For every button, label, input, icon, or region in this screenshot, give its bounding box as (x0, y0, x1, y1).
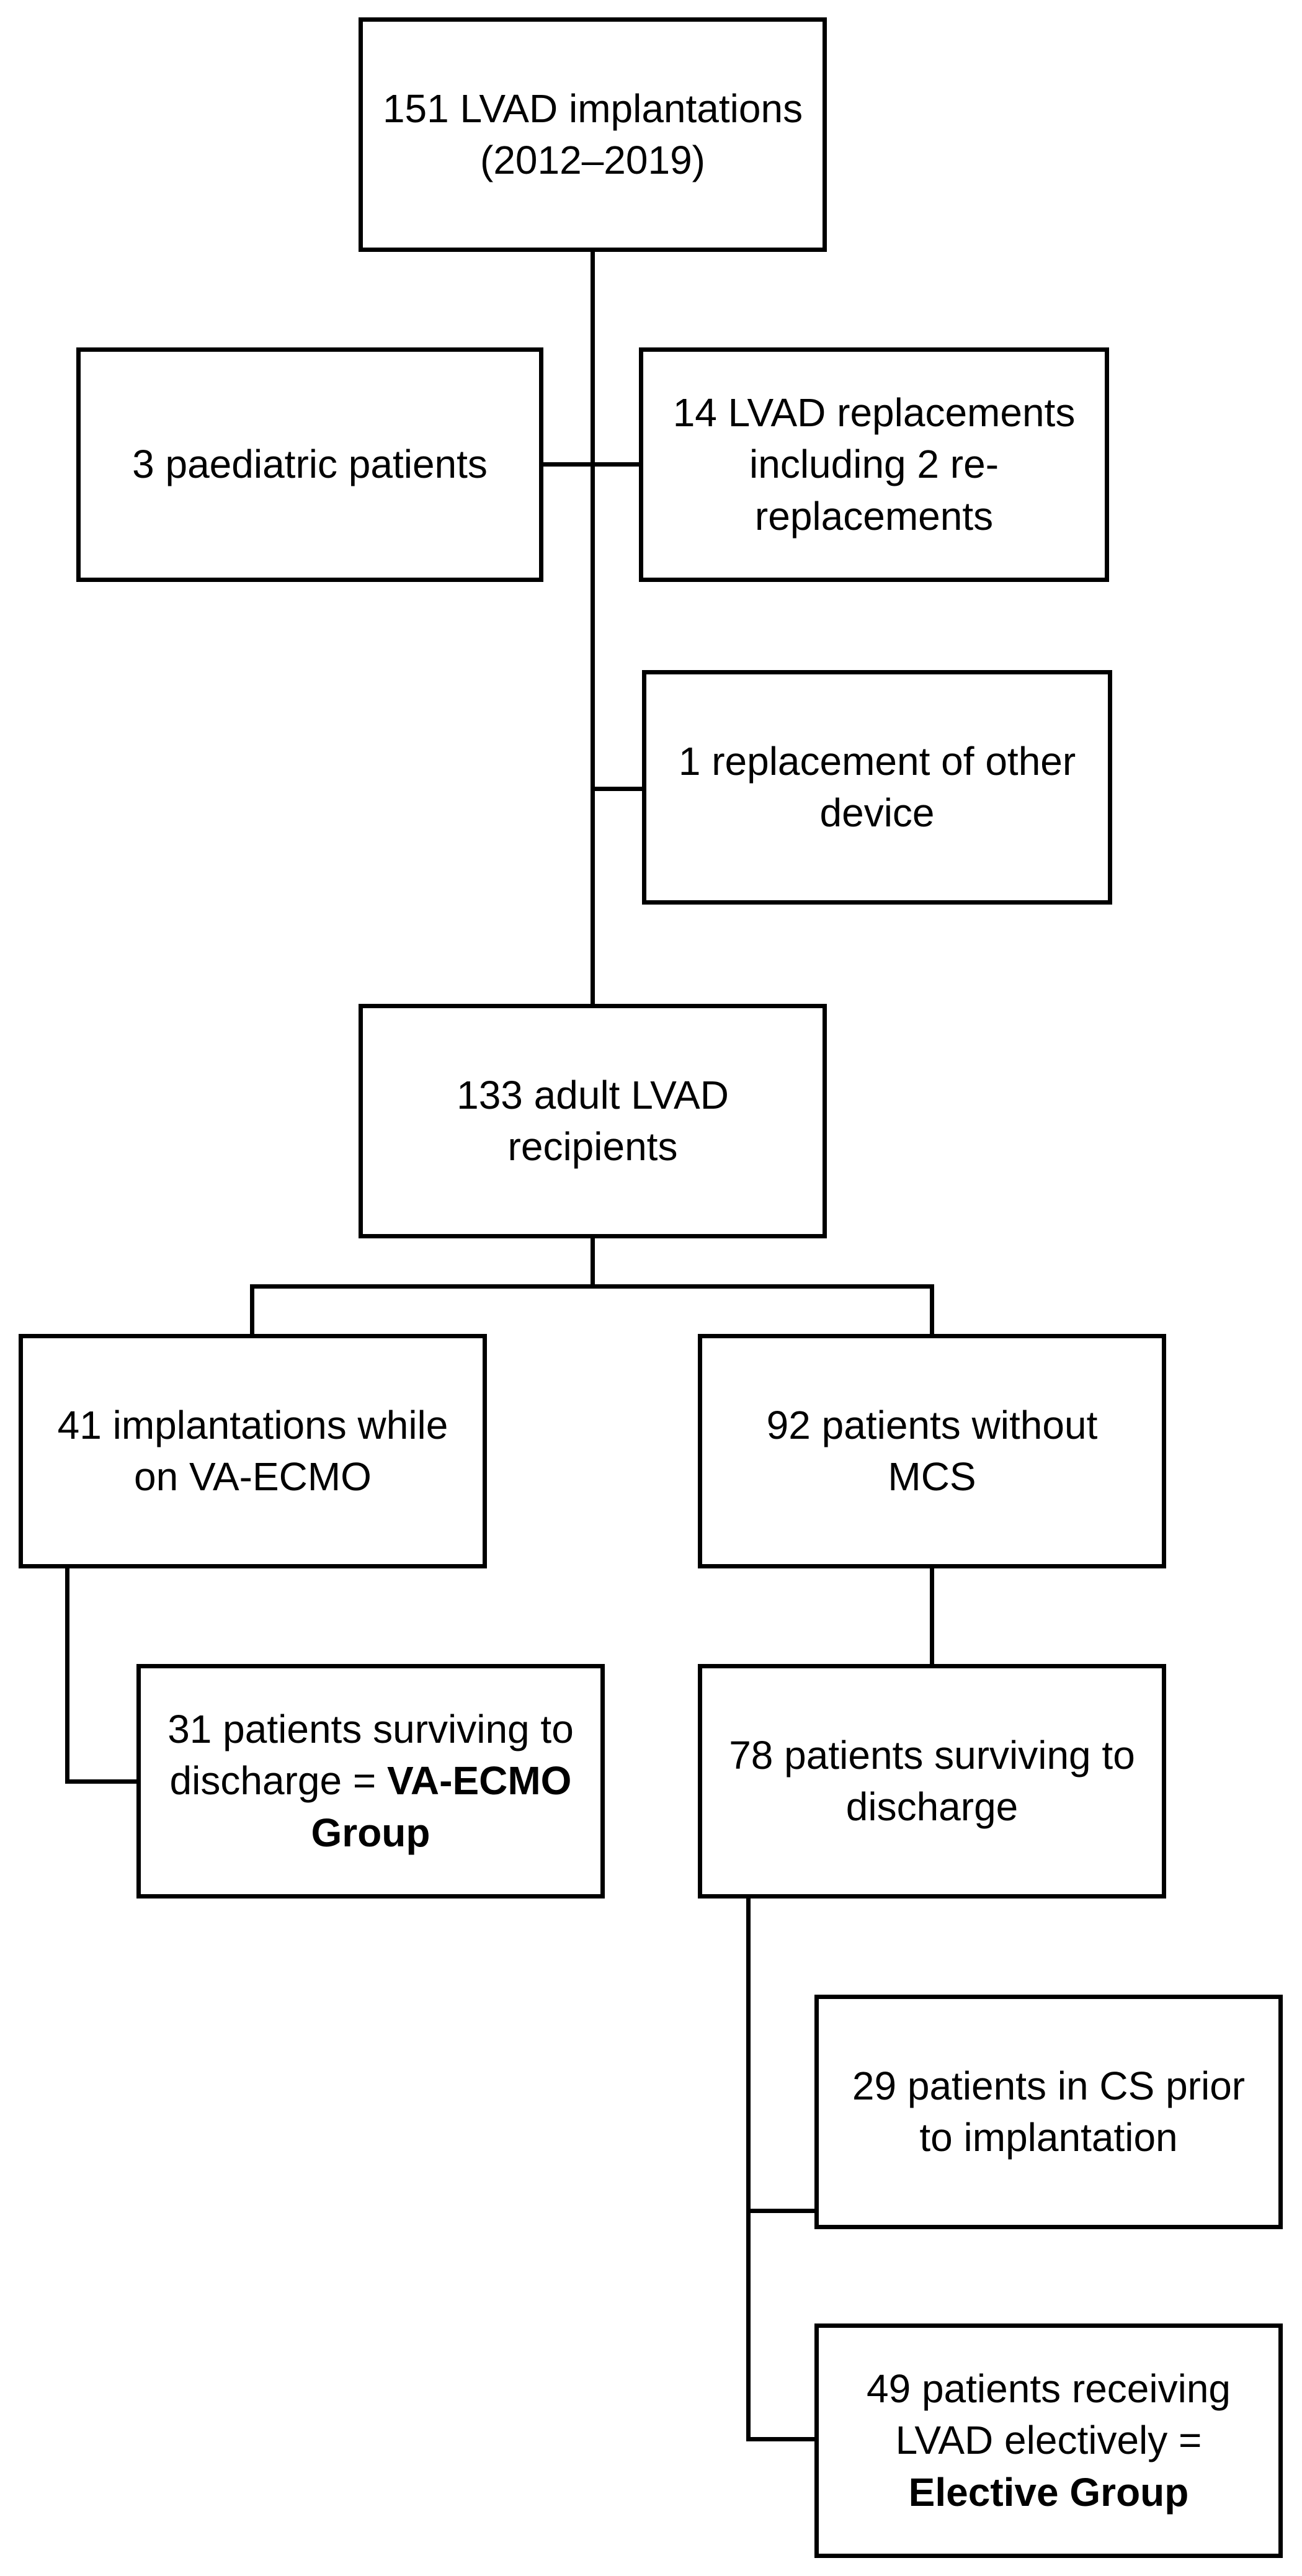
node-surviving-78-text: 78 patients surviving to discharge (729, 1732, 1135, 1829)
node-cs-29: 29 patients in CS prior to implantation (814, 1995, 1283, 2229)
node-other-device-text: 1 replacement of other device (678, 738, 1076, 835)
node-elective-group-label: 49 patients receiving LVAD electively = (866, 2366, 1231, 2463)
connector-to-elective (746, 2437, 818, 2441)
node-without-mcs: 92 patients without MCS (698, 1334, 1166, 1568)
node-cs-29-text: 29 patients in CS prior to implantation (852, 2063, 1246, 2160)
connector-to-vaecmo-group (65, 1779, 140, 1784)
connector-split-horizontal (250, 1284, 934, 1289)
connector-nomcs-down (930, 1567, 934, 1666)
node-surviving-78: 78 patients surviving to discharge (698, 1664, 1166, 1898)
node-vaecmo-group: 31 patients surviving to discharge = VA-… (136, 1664, 605, 1898)
node-paediatric: 3 paediatric patients (76, 347, 543, 582)
connector-to-paediatric (543, 462, 642, 467)
node-elective-group: 49 patients receiving LVAD electively = … (814, 2323, 1283, 2558)
node-vaecmo-implantations-text: 41 implantations while on VA-ECMO (57, 1402, 448, 1499)
node-vaecmo-group-text: 31 patients surviving to discharge = VA-… (156, 1704, 586, 1859)
connector-to-other-device (591, 787, 643, 791)
node-vaecmo-group-label: 31 patients surviving to discharge = (167, 1707, 574, 1804)
node-total-implantations-text: 151 LVAD implantations (2012–2019) (382, 86, 803, 182)
connector-to-cs29 (746, 2209, 818, 2213)
connector-main-trunk (591, 251, 595, 1005)
node-paediatric-text: 3 paediatric patients (132, 442, 488, 487)
node-adult-recipients: 133 adult LVAD recipients (359, 1004, 827, 1238)
node-vaecmo-implantations: 41 implantations while on VA-ECMO (19, 1334, 487, 1568)
node-elective-group-text: 49 patients receiving LVAD electively = … (834, 2363, 1264, 2518)
connector-split-right (930, 1284, 934, 1336)
node-adult-recipients-text: 133 adult LVAD recipients (457, 1072, 729, 1169)
connector-adults-down (591, 1238, 595, 1287)
node-total-implantations: 151 LVAD implantations (2012–2019) (359, 17, 827, 252)
node-elective-group-bold: Elective Group (908, 2469, 1189, 2515)
connector-surv78-down (746, 1895, 751, 2441)
node-replacements: 14 LVAD replacements including 2 re-repl… (639, 347, 1109, 582)
node-vaecmo-group-bold: VA-ECMO Group (311, 1758, 572, 1855)
node-replacements-text: 14 LVAD replacements including 2 re-repl… (672, 390, 1076, 539)
node-without-mcs-text: 92 patients without MCS (766, 1402, 1098, 1499)
connector-split-left (250, 1284, 254, 1336)
connector-vaecmo-down (65, 1567, 69, 1784)
node-other-device: 1 replacement of other device (642, 670, 1112, 905)
